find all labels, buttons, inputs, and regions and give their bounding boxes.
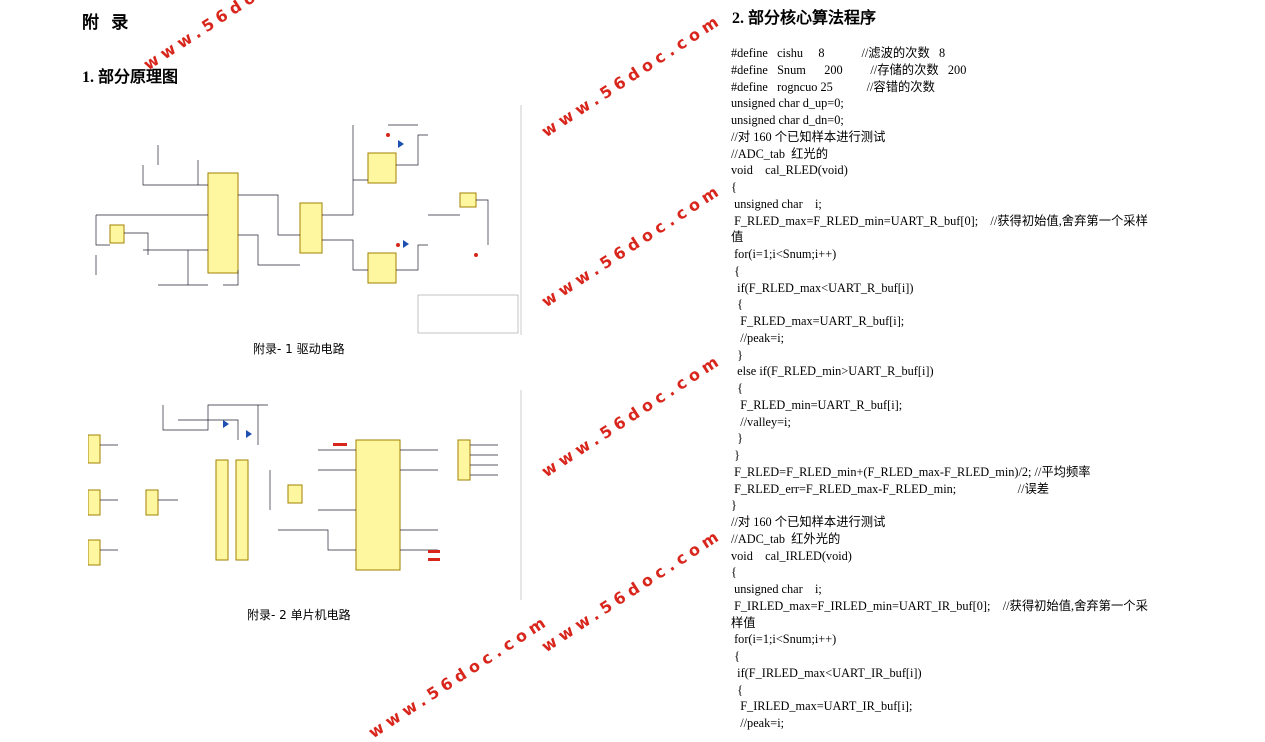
code-line: //ADC_tab 红光的 bbox=[731, 146, 829, 161]
drive-circuit-schematic bbox=[95, 105, 522, 335]
code-line: F_RLED_max=UART_R_buf[i]; bbox=[731, 314, 905, 328]
code-line: for(i=1;i<Snum;i++) bbox=[731, 247, 837, 261]
watermark: www.56doc.com bbox=[538, 179, 727, 311]
code-line: { bbox=[731, 297, 744, 312]
code-line: F_IRLED_max=UART_IR_buf[i]; bbox=[731, 699, 913, 714]
code-line: { bbox=[731, 649, 740, 663]
code-line: F_RLED_max=F_RLED_min=UART_R_buf[0]; //获… bbox=[731, 213, 1148, 228]
code-line: else if(F_RLED_min>UART_R_buf[i]) bbox=[731, 364, 934, 379]
figure2-caption: 附录- 2 单片机电路 bbox=[247, 608, 351, 622]
code-line: void cal_RLED(void) bbox=[731, 163, 848, 178]
section-title-code: 2. 部分核心算法程序 bbox=[732, 10, 877, 27]
code-line: for(i=1;i<Snum;i++) bbox=[731, 632, 837, 647]
code-line: if(F_IRLED_max<UART_IR_buf[i]) bbox=[731, 665, 922, 680]
code-line: unsigned char i; bbox=[731, 582, 822, 596]
code-line: F_RLED=F_RLED_min+(F_RLED_max-F_RLED_min… bbox=[731, 464, 1091, 479]
code-listing: #define cishu 8 //滤波的次数 8 #define Snum 20… bbox=[731, 45, 1181, 732]
code-line: unsigned char i; bbox=[731, 196, 822, 211]
code-line: #define Snum 200 //存储的次数 200 bbox=[731, 62, 967, 77]
code-line: //ADC_tab 红外光的 bbox=[731, 531, 841, 546]
code-line: F_RLED_min=UART_R_buf[i]; bbox=[731, 397, 903, 412]
watermark: www.56doc.com bbox=[538, 9, 727, 141]
code-line: void cal_IRLED(void) bbox=[731, 548, 852, 563]
code-line: } bbox=[731, 448, 740, 462]
code-line: } bbox=[731, 431, 744, 446]
watermark: www.56doc.com bbox=[538, 349, 727, 481]
code-line: { bbox=[731, 682, 744, 697]
code-line: } bbox=[731, 347, 744, 362]
code-line: 样值 bbox=[731, 615, 756, 630]
code-line: unsigned char d_up=0; bbox=[731, 96, 844, 111]
code-line: //对 160 个已知样本进行测试 bbox=[731, 515, 886, 529]
figure1-caption: 附录- 1 驱动电路 bbox=[253, 342, 345, 356]
code-line: if(F_RLED_max<UART_R_buf[i]) bbox=[731, 280, 914, 295]
appendix-title: 附 录 bbox=[82, 13, 133, 32]
code-line: } bbox=[731, 498, 737, 513]
watermark: www.56doc.com bbox=[365, 610, 554, 742]
code-line: { bbox=[731, 565, 737, 580]
code-line: #define cishu 8 //滤波的次数 8 bbox=[731, 46, 946, 60]
code-line: //对 160 个已知样本进行测试 bbox=[731, 129, 886, 144]
section-title-schematics: 1. 部分原理图 bbox=[82, 69, 179, 86]
watermark: www.56doc.com bbox=[538, 524, 727, 656]
code-line: //peak=i; bbox=[731, 330, 785, 345]
code-line: { bbox=[731, 381, 744, 395]
code-line: { bbox=[731, 263, 740, 278]
code-line: #define rogncuo 25 //容错的次数 bbox=[731, 79, 935, 94]
mcu-circuit-schematic bbox=[88, 390, 522, 600]
code-line: F_RLED_err=F_RLED_max-F_RLED_min; //误差 bbox=[731, 481, 1050, 496]
code-line: 值 bbox=[731, 230, 744, 245]
code-line: //valley=i; bbox=[731, 414, 791, 429]
code-line: unsigned char d_dn=0; bbox=[731, 113, 844, 127]
code-line: F_IRLED_max=F_IRLED_min=UART_IR_buf[0]; … bbox=[731, 598, 1148, 613]
code-line: //peak=i; bbox=[731, 716, 785, 730]
code-line: { bbox=[731, 180, 737, 194]
